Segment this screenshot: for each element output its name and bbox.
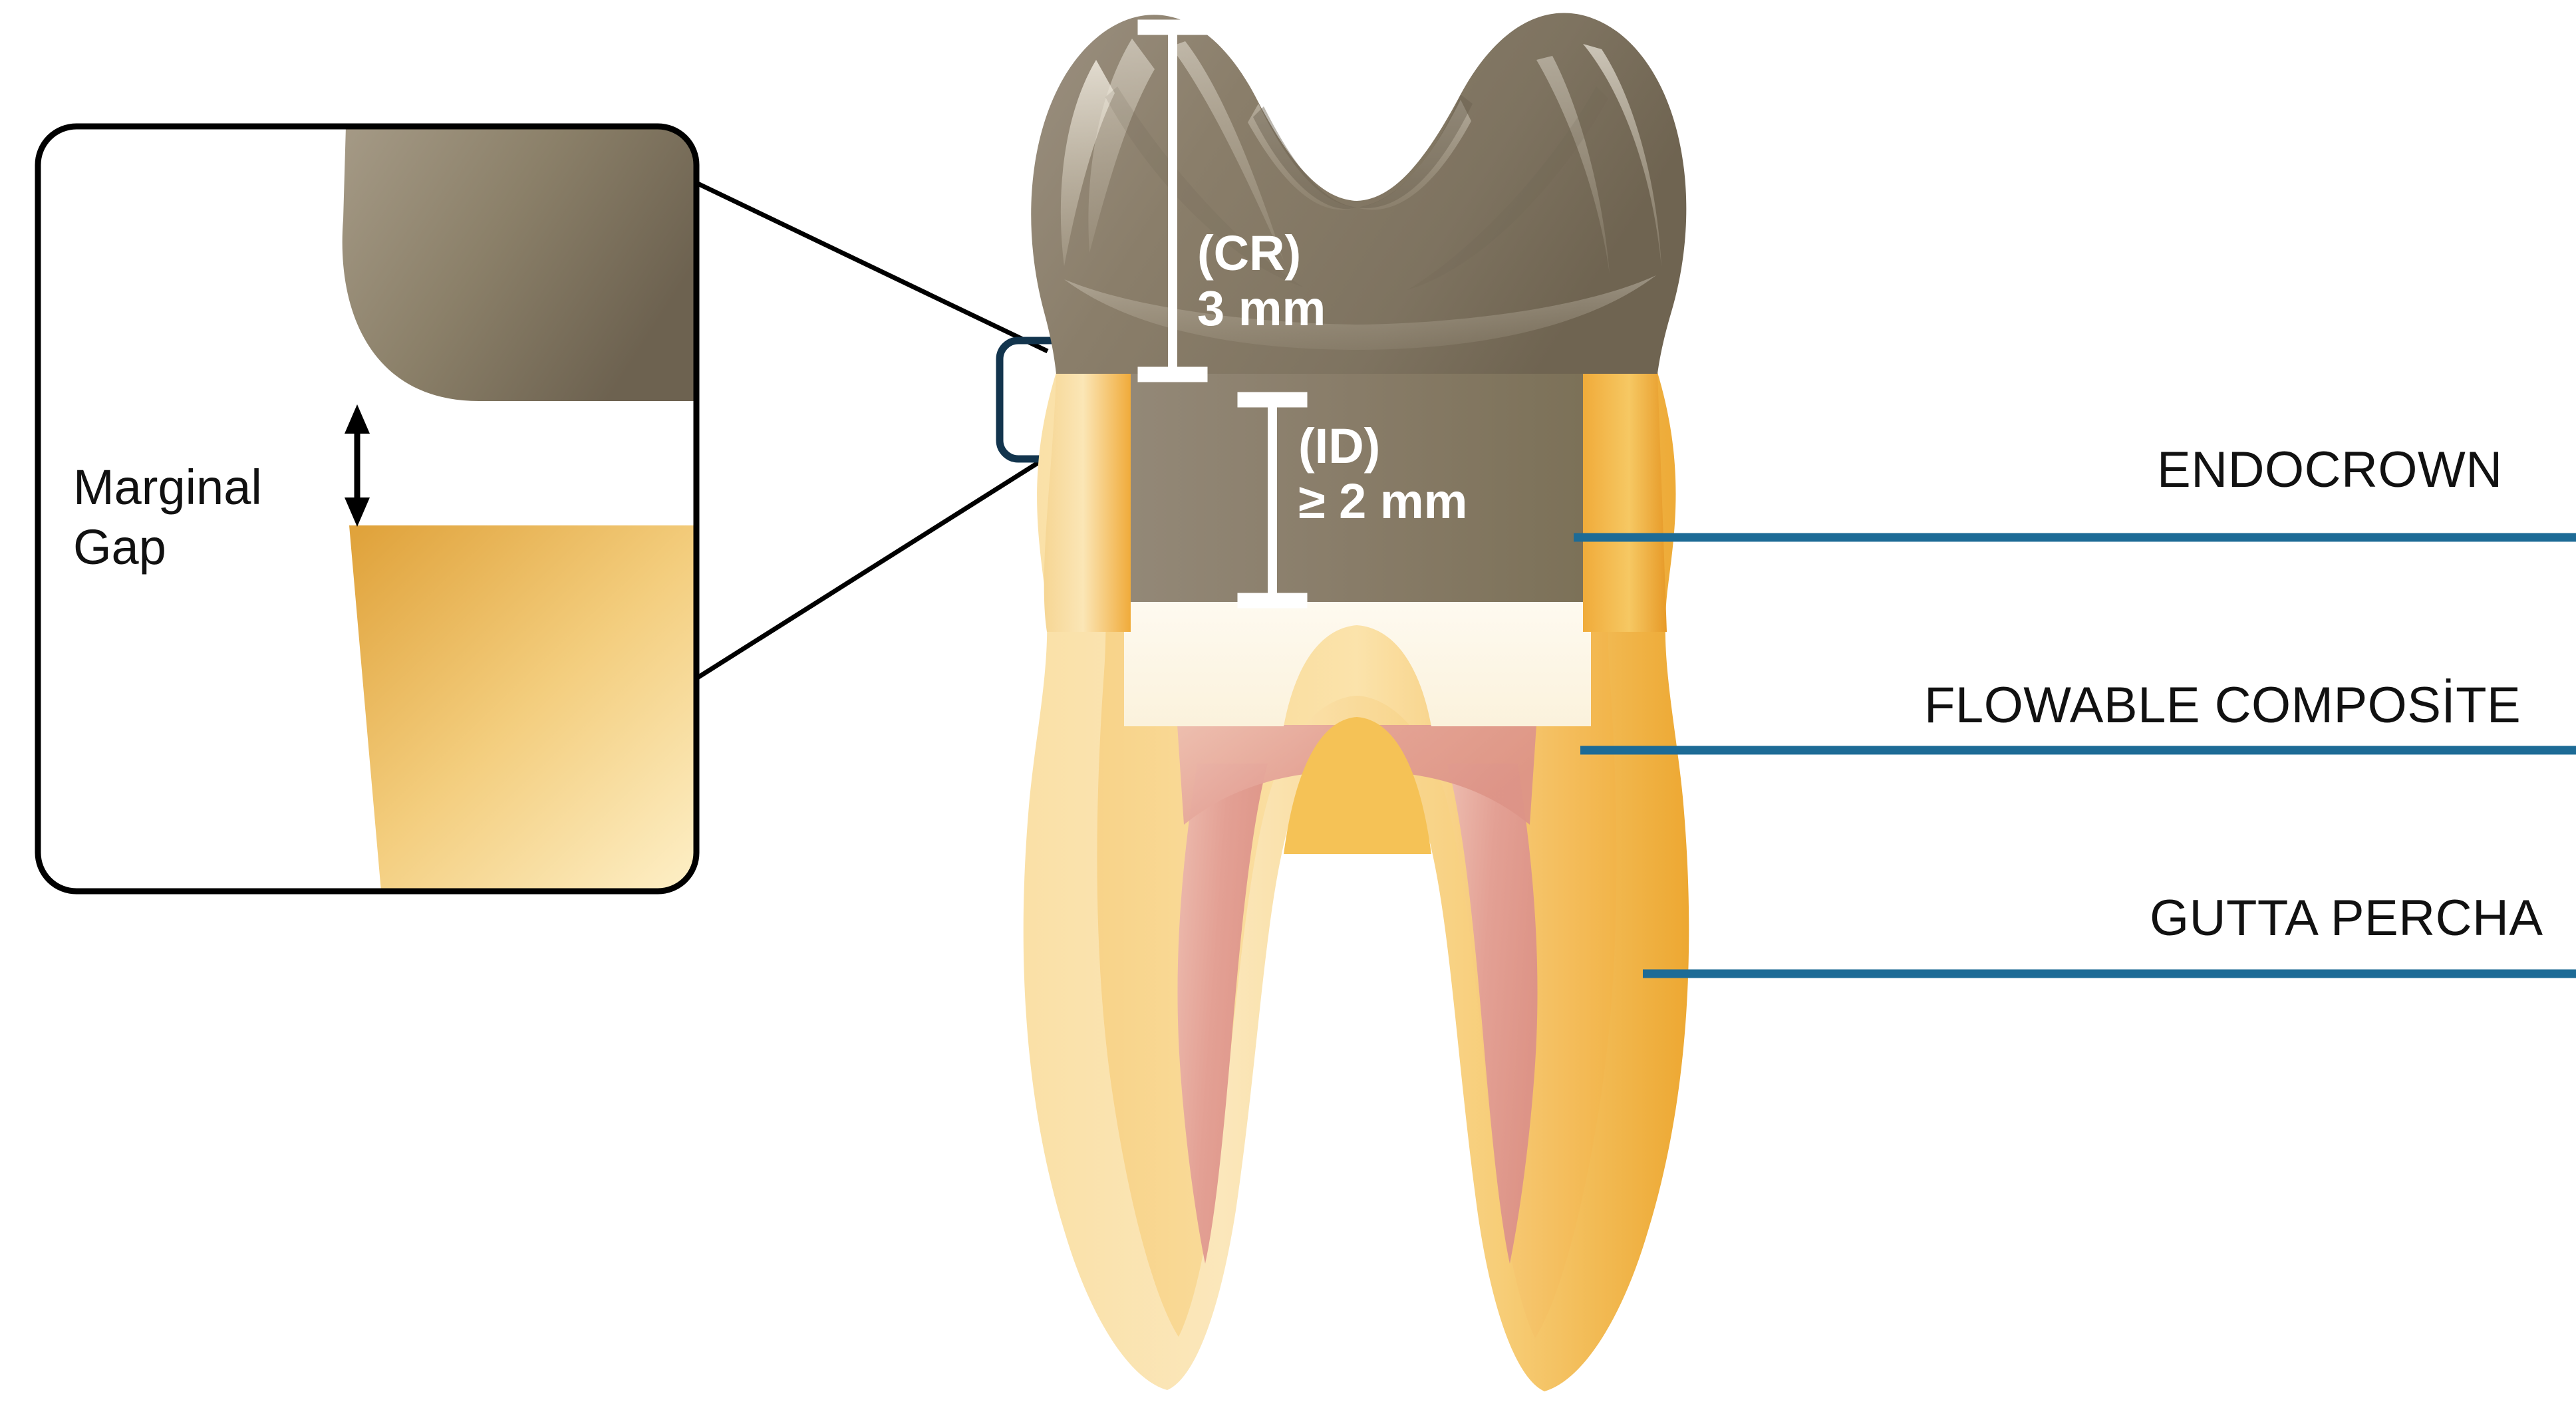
- central-dentin-peak: [1284, 717, 1431, 854]
- zoom-region-connectors: [695, 180, 1049, 680]
- callout-label-gutta-percha: GUTTA PERCHA: [2150, 890, 2543, 946]
- callout-label-flowable-composite: FLOWABLE COMPOSİTE: [1924, 677, 2521, 734]
- dimension-label-wt: ≥ 2 mm (WT): [1679, 206, 1918, 317]
- dimension-bar-WT: [1671, 321, 1919, 386]
- dimension-label-id: (ID) ≥ 2 mm: [1298, 418, 1468, 529]
- marginal-gap-label-line1: Marginal: [73, 460, 262, 515]
- cervical-dentin-right: [1583, 372, 1667, 632]
- callout-leader-lines: [1574, 533, 2576, 978]
- inset-frame: [35, 123, 700, 895]
- endocrown-intracoronal-core: [1131, 372, 1583, 602]
- crown-specular-highlights: [1060, 39, 1661, 350]
- marginal-gap-arrow-icon: [345, 404, 370, 527]
- marginal-gap-inset: [35, 123, 700, 895]
- dimension-label-wt-line1: ≥ 2 mm: [1713, 206, 1884, 261]
- dimension-label-id-line1: (ID): [1298, 418, 1381, 474]
- dimension-label-wt-line2: (WT): [1743, 260, 1854, 316]
- crown-fissure-shading: [1105, 86, 1608, 290]
- gutta-percha-distal: [1447, 764, 1538, 1264]
- pulp-chamber-floor: [1177, 725, 1536, 825]
- dimension-label-cr-line1: (CR): [1197, 225, 1302, 281]
- inset-dentin-block: [349, 525, 696, 891]
- inset-ceramic-crown: [342, 126, 696, 401]
- dimension-bar-ID: [1237, 392, 1308, 609]
- molar-cross-section: [1023, 13, 1689, 1391]
- dimension-label-cr-line2: 3 mm: [1197, 280, 1326, 336]
- cervical-dentin-left: [1044, 372, 1131, 632]
- marginal-gap-label: Marginal Gap: [73, 458, 262, 578]
- flowable-composite-layer: [1124, 602, 1591, 726]
- callout-label-endocrown: ENDOCROWN: [2157, 442, 2503, 498]
- endocrown-occlusal-cap: [1031, 13, 1687, 374]
- dimension-label-id-line2: ≥ 2 mm: [1298, 473, 1468, 529]
- gutta-percha-mesial: [1177, 764, 1268, 1264]
- dimension-label-cr: (CR) 3 mm: [1197, 225, 1326, 337]
- dimension-bar-CR: [1137, 19, 1208, 382]
- marginal-gap-label-line2: Gap: [73, 519, 166, 575]
